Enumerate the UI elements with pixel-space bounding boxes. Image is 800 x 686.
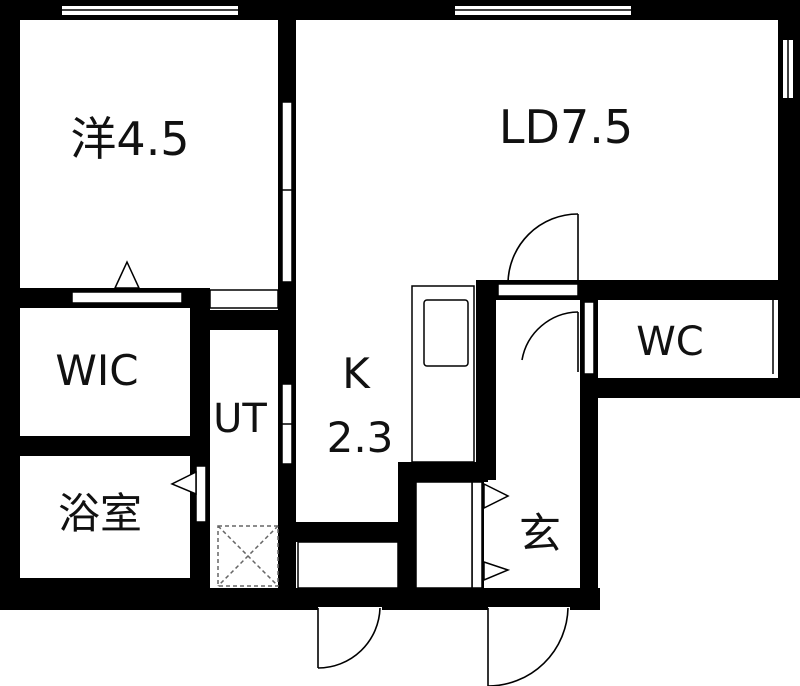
- room-label-ut: UT: [213, 396, 267, 442]
- room-label-yo: 洋4.5: [70, 112, 189, 166]
- wall-above-entrance: [398, 462, 488, 482]
- room-label-wic: WIC: [55, 346, 138, 395]
- fixtures: [297, 285, 475, 589]
- triangle-marker-entrance-2: [483, 560, 511, 582]
- wall-ut-top: [190, 310, 296, 330]
- door-markers: [113, 260, 511, 582]
- room-label-wc: WC: [636, 319, 703, 365]
- sliding-door-yo-ld: [281, 101, 293, 283]
- wall-k-hall: [476, 280, 496, 480]
- wall-under-k: [278, 522, 406, 542]
- wall-wc-bottom: [580, 378, 800, 398]
- sliding-door-wic: [71, 291, 183, 304]
- wc-door-frame: [583, 301, 595, 375]
- windows: [62, 6, 793, 374]
- outer-wall-bottom-mid: [190, 588, 600, 610]
- room-labels: 洋4.5 LD7.5 WIC UT K 2.3 WC 浴室 玄: [55, 100, 703, 558]
- room-label-k: K: [342, 349, 371, 398]
- swing-door-entrance: [487, 607, 570, 686]
- sliding-doors: [71, 101, 595, 589]
- window-wc: [768, 300, 778, 374]
- shoe-box: [415, 481, 473, 589]
- washing-machine-space: [217, 525, 279, 587]
- triangle-marker-bath: [170, 470, 197, 496]
- ut-top-opening: [209, 289, 279, 309]
- room-label-ld: LD7.5: [499, 100, 633, 154]
- room-label-k-size: 2.3: [327, 413, 394, 462]
- triangle-marker-entrance-1: [483, 482, 510, 510]
- swing-door-bottom-left: [317, 607, 382, 669]
- wall-k-lower: [398, 462, 416, 610]
- storage-below-k: [297, 541, 399, 589]
- triangle-marker-yo: [113, 260, 141, 289]
- swing-doors: [317, 213, 579, 686]
- room-label-bath: 浴室: [58, 489, 142, 538]
- wall-wic-ut: [190, 288, 210, 610]
- window-top-left: [62, 6, 238, 15]
- room-label-entrance: 玄: [519, 509, 561, 558]
- window-top-right: [455, 6, 631, 15]
- swing-door-ld: [507, 213, 579, 285]
- swing-door-wc: [521, 311, 579, 372]
- outer-wall-bottom-left: [0, 578, 210, 610]
- kitchen-sink: [423, 299, 469, 367]
- window-right: [783, 40, 793, 98]
- wall-under-wic: [0, 436, 205, 456]
- sliding-door-bath: [195, 465, 207, 523]
- sliding-door-entrance: [471, 481, 483, 589]
- wc-wall-right: [778, 280, 800, 380]
- opening-hall-ld: [497, 283, 579, 297]
